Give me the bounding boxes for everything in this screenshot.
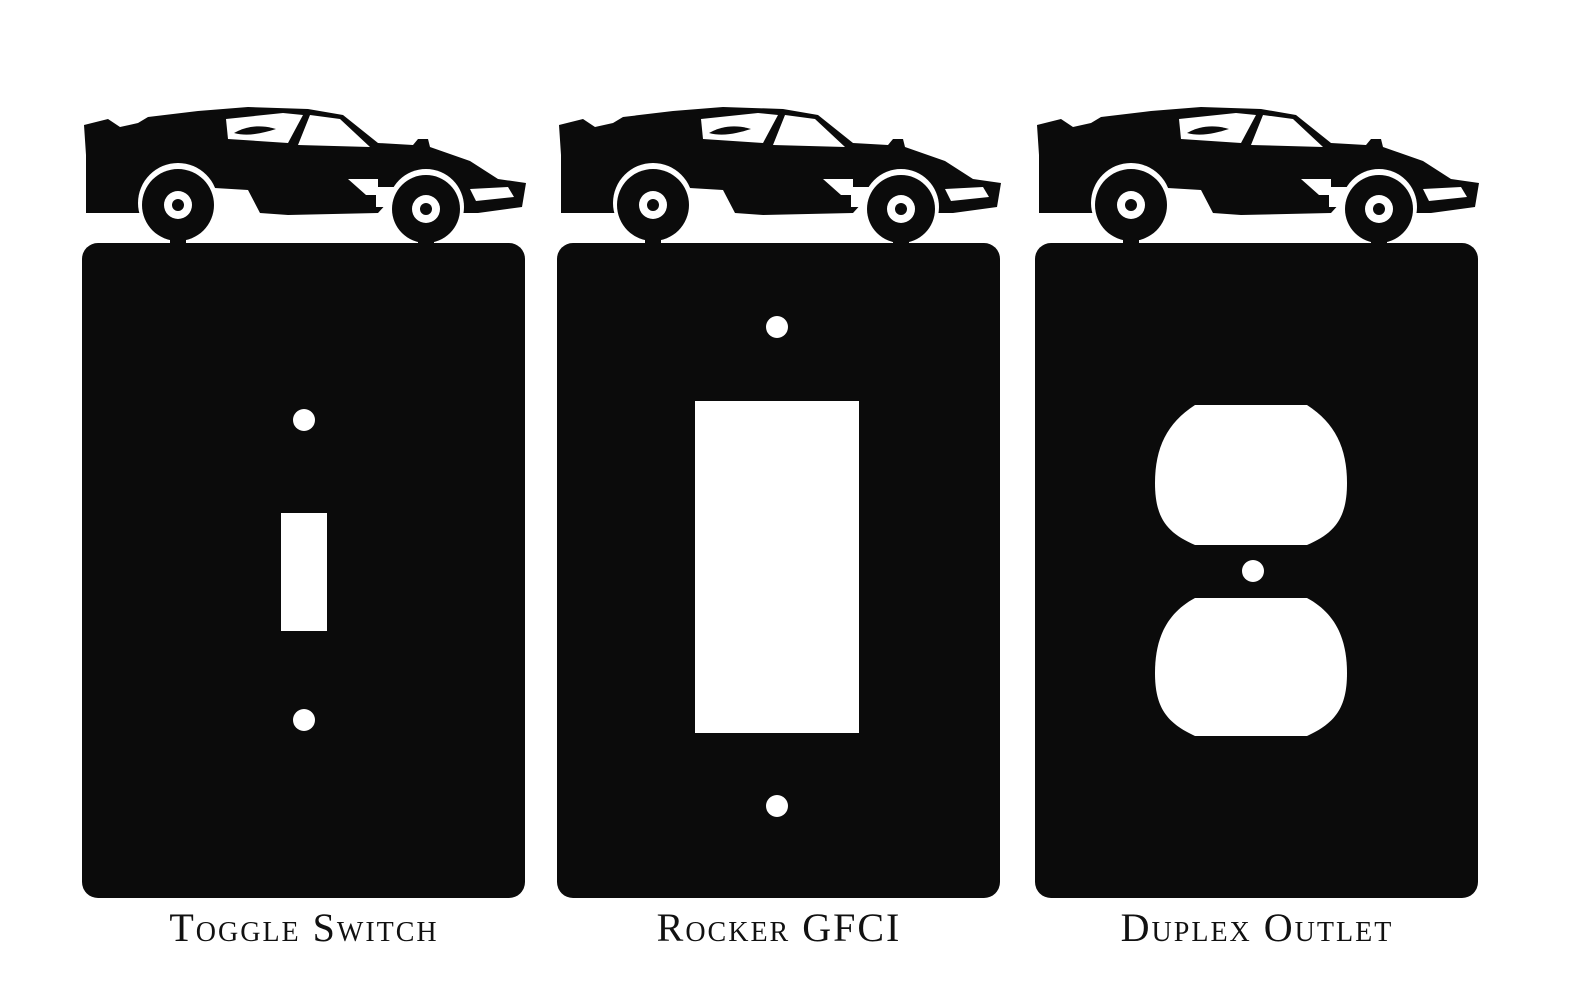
product-toggle-switch: Toggle Switch <box>78 0 538 1005</box>
race-car-icon <box>1031 95 1491 250</box>
product-duplex-outlet: Duplex Outlet <box>1031 0 1491 1005</box>
switch-plate-rocker <box>557 243 1000 898</box>
caption-rocker-gfci: Rocker GFCI <box>656 905 902 950</box>
product-rocker-gfci: Rocker GFCI <box>553 0 1013 1005</box>
caption-toggle-switch: Toggle Switch <box>169 905 439 950</box>
race-car-icon <box>553 95 1013 250</box>
race-car-icon <box>78 95 538 250</box>
switch-plate-duplex <box>1035 243 1478 898</box>
caption-duplex-outlet: Duplex Outlet <box>1120 905 1394 950</box>
switch-plate-toggle <box>82 243 525 898</box>
